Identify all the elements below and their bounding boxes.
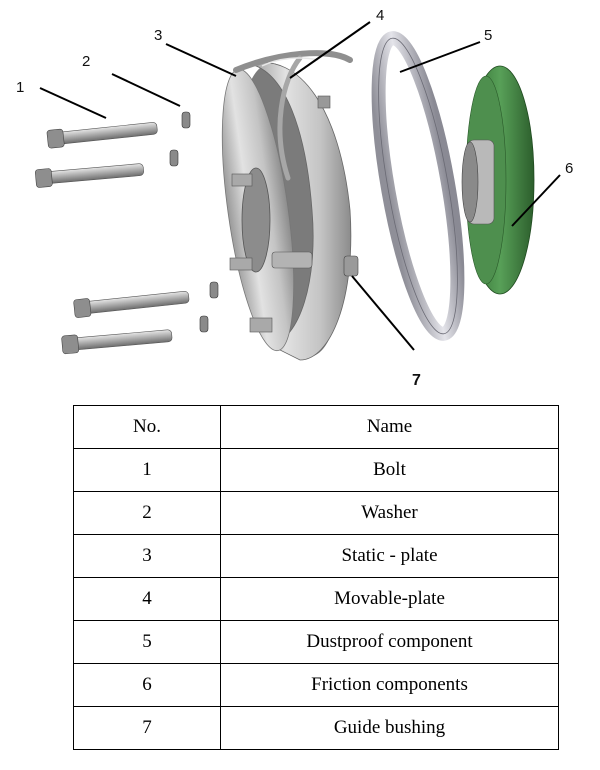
movable-plate (233, 50, 353, 181)
callout-5: 5 (484, 27, 492, 44)
callout-6: 6 (565, 160, 573, 177)
callout-1: 1 (16, 79, 24, 96)
callout-2: 2 (82, 53, 90, 70)
cell-no: 3 (73, 534, 221, 578)
callout-7: 7 (412, 372, 421, 389)
table-row: 4 Movable-plate (73, 577, 559, 621)
table-row: 5 Dustproof component (73, 620, 559, 664)
cell-name: Washer (220, 491, 559, 535)
cell-name: Dustproof component (220, 620, 559, 664)
friction-disc (461, 65, 535, 295)
callout-3: 3 (154, 27, 162, 44)
exploded-view-diagram: 1 2 3 4 5 6 7 (16, 7, 573, 389)
cell-no: 1 (73, 448, 221, 492)
callout-4: 4 (376, 7, 384, 24)
bolt-lower-2 (61, 329, 173, 355)
cell-name: Guide bushing (220, 706, 559, 750)
table-row: 3 Static - plate (73, 534, 559, 578)
bolt-upper-1 (46, 122, 158, 149)
bolt-lower-1 (73, 291, 190, 318)
cell-name: Static - plate (220, 534, 559, 578)
header-name: Name (220, 405, 559, 449)
table-row: 6 Friction components (73, 663, 559, 707)
header-no: No. (73, 405, 221, 449)
cell-name: Movable-plate (220, 577, 559, 621)
table-row: 2 Washer (73, 491, 559, 535)
cell-name: Friction components (220, 663, 559, 707)
bolt-upper-2 (35, 163, 144, 188)
cell-no: 7 (73, 706, 221, 750)
static-plate (221, 62, 359, 361)
table-row: 1 Bolt (73, 448, 559, 492)
dustproof-ring (371, 31, 465, 341)
cell-no: 6 (73, 663, 221, 707)
cell-name: Bolt (220, 448, 559, 492)
cell-no: 4 (73, 577, 221, 621)
table-header-row: No. Name (73, 405, 559, 449)
table-row: 7 Guide bushing (73, 706, 559, 750)
parts-table: No. Name 1 Bolt 2 Washer 3 Static - plat… (73, 405, 559, 750)
cell-no: 2 (73, 491, 221, 535)
cell-no: 5 (73, 620, 221, 664)
leader-lines (39, 21, 561, 351)
washers (169, 111, 219, 333)
